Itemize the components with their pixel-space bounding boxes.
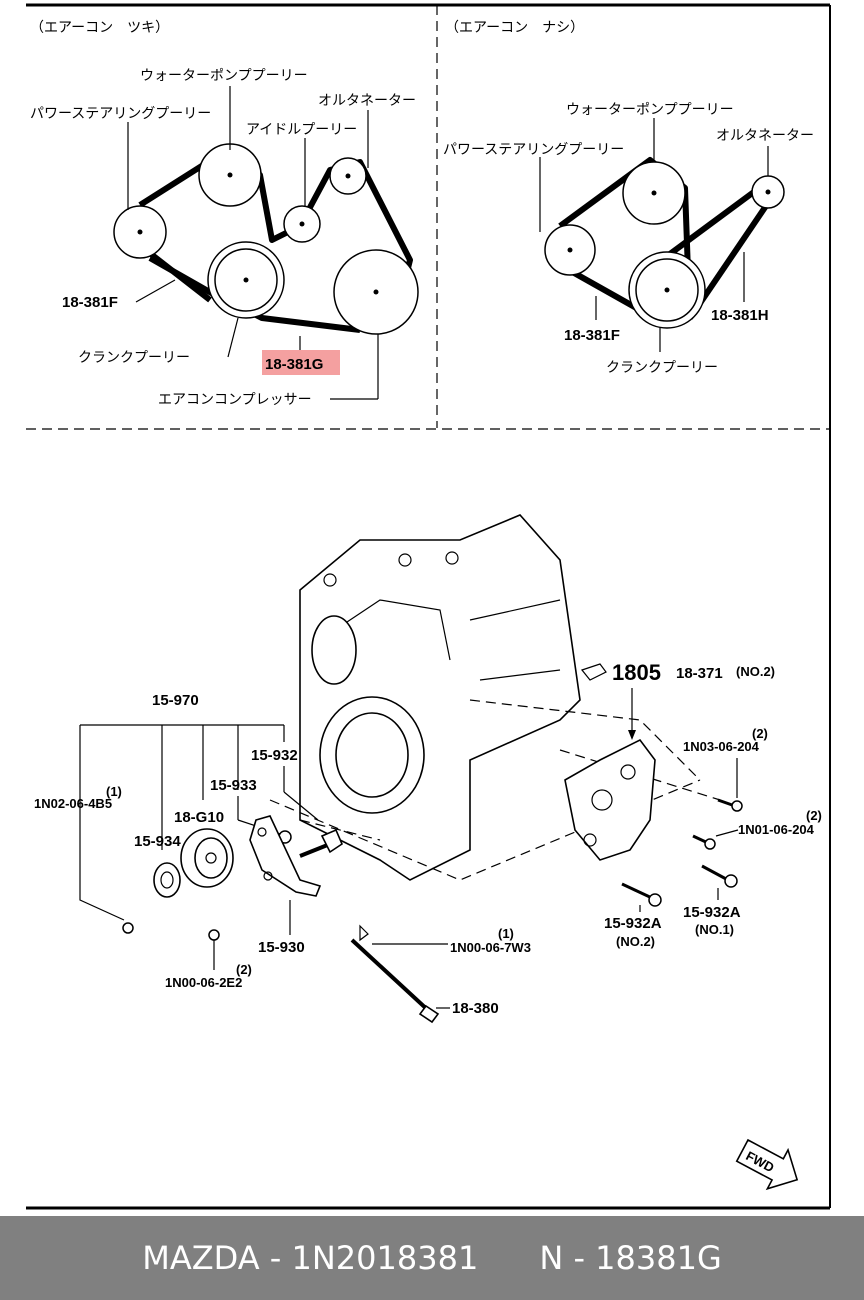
bracket-15-930 [249, 815, 322, 897]
right-power-steering-label: パワーステアリングプーリー [443, 142, 624, 158]
right-belt-layout [544, 157, 785, 329]
footer-text: MAZDA - 1N2018381 N - 18381G [142, 1239, 722, 1277]
part-18-g10-label[interactable]: 18-G10 [174, 809, 224, 826]
left-belt-g-label[interactable]: 18-381G [265, 356, 323, 373]
right-belt-h-label: 18-381H [711, 307, 769, 324]
engine-block [299, 514, 581, 881]
part-15-932-label[interactable]: 15-932 [251, 747, 298, 764]
right-crank-label: クランクプーリー [606, 360, 718, 376]
part-15-932a-no1-note: (NO.1) [695, 922, 734, 937]
left-alternator-label: オルタネーター [318, 93, 416, 109]
left-belt-layout [113, 143, 419, 335]
left-power-steering-label: パワーステアリングプーリー [30, 106, 211, 122]
part-1805-label[interactable]: 1805 [612, 660, 661, 685]
bolt-1n00-7w3-code[interactable]: 1N00-06-7W3 [450, 940, 531, 955]
right-belt-f-label: 18-381F [564, 327, 620, 344]
bolt-18-380 [350, 924, 440, 1024]
bolt-1n00-2e2-qty: (2) [236, 962, 252, 977]
spacer-15-934 [153, 862, 181, 898]
bolt-1n01-qty: (2) [806, 808, 822, 823]
right-heading: （エアーコン ナシ） [445, 20, 584, 36]
bolt-1n01 [692, 834, 716, 850]
part-15-970-label[interactable]: 15-970 [152, 692, 199, 709]
parts-diagram: （エアーコン ツキ） ウォーターポンププーリー オルタネーター パワーステアリン… [26, 3, 831, 1210]
fwd-arrow-icon: FWD [735, 1138, 799, 1191]
part-15-934-label[interactable]: 15-934 [134, 833, 181, 850]
bolt-1n03 [717, 798, 743, 812]
bolt-1n03-qty: (2) [752, 726, 768, 741]
belt-g-highlight [262, 350, 340, 375]
left-belt-f-label: 18-381F [62, 294, 118, 311]
part-15-932a-no2-label[interactable]: 15-932A [604, 915, 662, 932]
bolt-1n03-code[interactable]: 1N03-06-204 [683, 739, 760, 754]
right-alternator-label: オルタネーター [716, 128, 814, 144]
part-15-932a-no1-label[interactable]: 15-932A [683, 904, 741, 921]
bolt-1n00-2e2-code[interactable]: 1N00-06-2E2 [165, 975, 242, 990]
part-18-371-label[interactable]: 18-371 [676, 665, 723, 682]
idler-pulley-18-g10 [180, 828, 234, 888]
left-crank-label: クランクプーリー [78, 350, 190, 366]
bolt-1n00-7w3-qty: (1) [498, 926, 514, 941]
bolt-15-932 [299, 828, 343, 858]
part-15-933-label[interactable]: 15-933 [210, 777, 257, 794]
left-heading: （エアーコン ツキ） [30, 20, 169, 36]
bracket-1805 [564, 738, 656, 861]
right-water-pump-label: ウォーターポンププーリー [566, 102, 734, 118]
bolt-1n01-code[interactable]: 1N01-06-204 [738, 822, 815, 837]
part-18-380-label[interactable]: 18-380 [452, 1000, 499, 1017]
bolt-1n02-code[interactable]: 1N02-06-4B5 [34, 796, 112, 811]
bolt-15-932a-no1 [701, 864, 738, 888]
left-idler-label: アイドルプーリー [246, 122, 357, 138]
part-18-371-note: (NO.2) [736, 664, 775, 679]
part-15-930-label[interactable]: 15-930 [258, 939, 305, 956]
left-ac-compressor-label: エアコンコンプレッサー [158, 392, 312, 408]
part-15-932a-no2-note: (NO.2) [616, 934, 655, 949]
bolt-15-932a-no2 [621, 882, 662, 907]
bolt-1n02-qty: (1) [106, 784, 122, 799]
left-water-pump-label: ウォーターポンププーリー [140, 68, 308, 84]
footer-bar: MAZDA - 1N2018381 N - 18381G [0, 1216, 864, 1300]
